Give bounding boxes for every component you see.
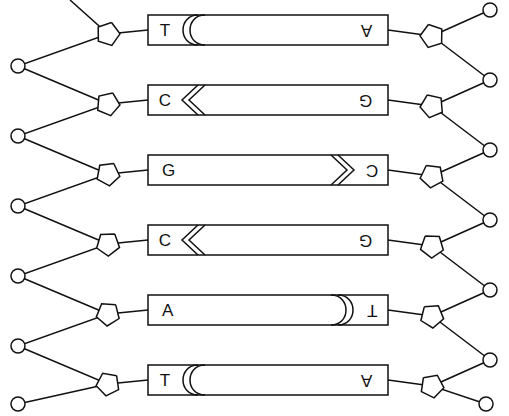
base-box: T bbox=[358, 296, 386, 324]
base-letter: C bbox=[159, 92, 171, 109]
backbone-strand bbox=[18, 0, 108, 404]
base-letter: G bbox=[359, 232, 372, 249]
base-box: G bbox=[150, 156, 324, 184]
base-letter: C bbox=[159, 232, 171, 249]
phosphate-circle bbox=[11, 269, 25, 283]
base-box: T bbox=[150, 366, 180, 394]
sugar-pentagon bbox=[420, 25, 442, 48]
phosphate-circle bbox=[479, 397, 493, 411]
backbone-lines bbox=[18, 0, 490, 404]
phosphate-circle bbox=[11, 129, 25, 143]
phosphate-circle bbox=[483, 213, 497, 227]
phosphate-circle bbox=[483, 143, 497, 157]
sugar-pentagon bbox=[96, 304, 119, 326]
sugar-pentagon bbox=[98, 23, 120, 46]
sugar-pentagon bbox=[421, 375, 443, 398]
phosphate-circle bbox=[483, 283, 497, 297]
backbone-strand bbox=[432, 10, 490, 404]
base-letter: A bbox=[361, 22, 372, 39]
base-box: C bbox=[150, 86, 180, 114]
sugar-pentagon bbox=[96, 373, 118, 396]
sugar-pentagon bbox=[421, 306, 444, 328]
base-pair-box bbox=[148, 365, 388, 395]
base-letter: A bbox=[162, 302, 173, 319]
pair-interlock bbox=[189, 225, 205, 255]
base-pair-box bbox=[148, 15, 388, 45]
sugar-pentagon bbox=[97, 163, 120, 185]
base-letter: C bbox=[366, 162, 378, 179]
base-letter: T bbox=[367, 302, 377, 319]
backbone-symbols bbox=[11, 3, 497, 411]
pair-interlock bbox=[331, 295, 346, 325]
base-box: G bbox=[212, 86, 386, 114]
base-box: A bbox=[150, 296, 324, 324]
sugar-pentagon bbox=[420, 95, 442, 118]
sugar-pentagon bbox=[420, 165, 443, 187]
sugar-pentagon bbox=[97, 234, 120, 256]
base-box: A bbox=[212, 16, 386, 44]
base-pair-outlines bbox=[148, 15, 388, 395]
base-box: C bbox=[358, 156, 386, 184]
sugar-pentagon bbox=[420, 236, 443, 258]
base-box: G bbox=[212, 226, 386, 254]
base-box: A bbox=[212, 366, 386, 394]
phosphate-circle bbox=[11, 397, 25, 411]
pair-interlock bbox=[331, 155, 347, 185]
base-letter: G bbox=[162, 162, 175, 179]
phosphate-circle bbox=[11, 199, 25, 213]
base-letter: T bbox=[160, 372, 170, 389]
pair-interlock bbox=[190, 365, 205, 395]
pair-interlock bbox=[189, 85, 205, 115]
sugar-pentagon bbox=[98, 93, 120, 116]
phosphate-circle bbox=[483, 3, 497, 17]
pair-interlock bbox=[190, 15, 205, 45]
phosphate-circle bbox=[11, 59, 25, 73]
base-box: C bbox=[150, 226, 180, 254]
base-pair-box bbox=[148, 85, 388, 115]
phosphate-circle bbox=[483, 353, 497, 367]
base-pair-box bbox=[148, 155, 388, 185]
base-letter: T bbox=[160, 22, 170, 39]
base-pair-box bbox=[148, 295, 388, 325]
phosphate-circle bbox=[483, 73, 497, 87]
phosphate-circle bbox=[11, 339, 25, 353]
base-box: T bbox=[150, 16, 180, 44]
base-letter: G bbox=[359, 92, 372, 109]
base-pair-box bbox=[148, 225, 388, 255]
base-letter: A bbox=[361, 372, 372, 389]
